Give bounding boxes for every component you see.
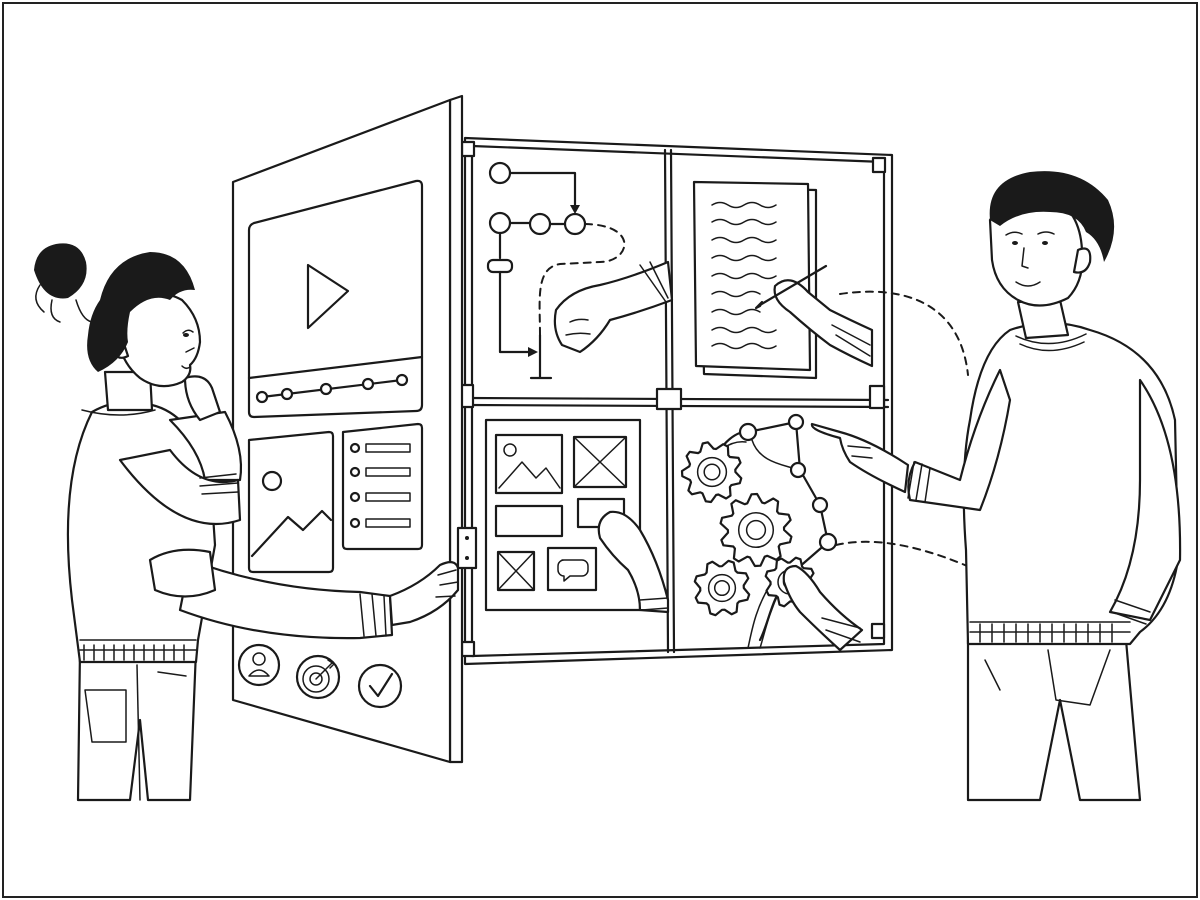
speech-bubble-icon	[546, 546, 598, 592]
connector-line	[839, 290, 969, 376]
gear-shape	[680, 441, 743, 504]
hand-panel-flowchart	[553, 260, 674, 354]
gear-hub	[703, 463, 721, 481]
hand-panel-document	[754, 264, 874, 368]
gear-hub	[707, 573, 737, 603]
connector-line	[835, 540, 973, 569]
gear-hub	[745, 519, 767, 541]
list-icon	[341, 422, 424, 551]
video-player	[247, 179, 424, 419]
door-hinge	[456, 526, 478, 570]
play-icon	[306, 263, 350, 330]
user-icon	[237, 643, 281, 687]
check-icon	[357, 663, 403, 709]
target-icon	[295, 654, 341, 700]
gear-hub	[696, 456, 728, 488]
gear-shape	[719, 492, 793, 568]
flowchart-icon	[486, 161, 626, 380]
document-icon	[692, 180, 818, 380]
gear-hub	[737, 511, 775, 549]
gear-shape	[693, 559, 751, 617]
gear-hub	[713, 579, 731, 597]
image-icon	[247, 430, 335, 574]
woman-figure	[34, 243, 460, 802]
hand-panel-gears	[782, 564, 864, 652]
hand-panel-wireframe	[597, 510, 670, 614]
man-figure	[810, 171, 1182, 802]
